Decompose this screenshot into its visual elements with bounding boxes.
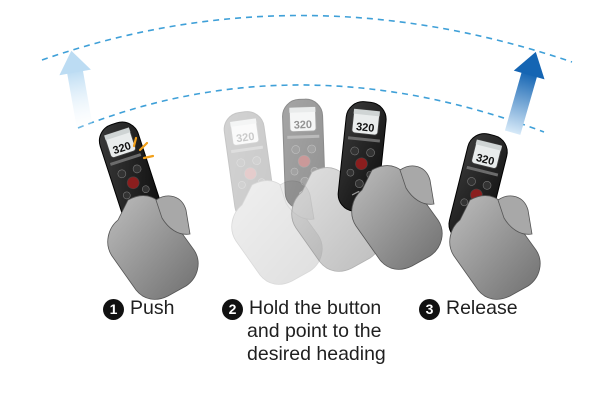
svg-text:320: 320 — [355, 121, 375, 135]
step3-illustration: 320 — [444, 129, 541, 300]
final-direction-arrow — [504, 51, 545, 135]
step2-label-line1: Hold the button — [249, 297, 382, 319]
step3-caption: 3 Release — [419, 297, 518, 320]
step1-illustration: 320 — [94, 117, 199, 300]
step2-illustration: 320 320 320 — [221, 98, 443, 285]
step2-label-line3: desired heading — [247, 343, 386, 365]
svg-text:320: 320 — [235, 131, 255, 145]
inner-arc-guide — [77, 84, 545, 133]
remote-display-reading: 320 — [111, 140, 132, 157]
push-indicator-rays — [132, 136, 155, 160]
step3-number-badge: 3 — [419, 299, 440, 320]
step2-caption: 2 Hold the button and point to the desire… — [222, 297, 386, 366]
svg-text:320: 320 — [475, 152, 496, 168]
step1-label: Push — [130, 297, 175, 319]
step3-label: Release — [446, 297, 518, 319]
outer-arc-guide — [41, 14, 573, 63]
step2-number-badge: 2 — [222, 299, 243, 320]
step2-label-line2: and point to the — [247, 320, 382, 342]
start-direction-arrow — [59, 50, 94, 131]
svg-text:320: 320 — [294, 119, 313, 132]
step1-caption: 1 Push — [103, 297, 174, 320]
step1-number-badge: 1 — [103, 299, 124, 320]
